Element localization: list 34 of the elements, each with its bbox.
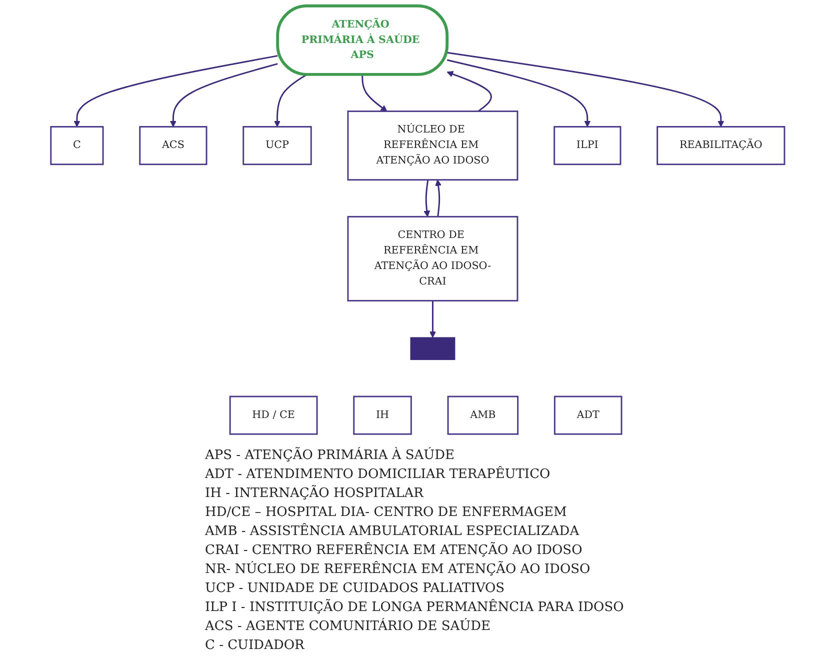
abbreviation-note: APS - ATENÇÃO PRIMÁRIA À SAÚDE [205, 446, 456, 465]
arrow [170, 63, 278, 128]
node-box: UCP [242, 126, 312, 166]
arrow [446, 52, 724, 128]
node-box: ATENÇÃO PRIMÁRIA À SAÚDE APS [276, 4, 448, 76]
abbreviation-note: C - CUIDADOR [205, 637, 306, 655]
arrow [74, 55, 278, 128]
abbreviation-note: UCP - UNIDADE DE CUIDADOS PALIATIVOS [205, 580, 506, 598]
node-box: ADT [554, 396, 622, 435]
node-box: C [50, 126, 104, 166]
node-box: NÚCLEO DE REFERÊNCIA EM ATENÇÃO AO IDOSO [347, 110, 518, 181]
abbreviation-note: NR- NÚCLEO DE REFERÊNCIA EM ATENÇÃO AO IDOSO [205, 560, 592, 579]
arrow [274, 74, 308, 128]
node-box: IH [352, 396, 412, 435]
arrow [429, 300, 436, 338]
node-box: ACS [138, 126, 208, 166]
abbreviation-note: ACS - AGENTE COMUNITÁRIO DE SAÚDE [205, 617, 492, 636]
node-box: AMB [447, 396, 518, 435]
node-bar [410, 337, 456, 360]
arrow [446, 71, 492, 112]
node-box: REABILITAÇÃO [656, 126, 786, 166]
abbreviation-note: ADT - ATENDIMENTO DOMICILIAR TERAPÊUTICO [205, 465, 552, 484]
abbreviation-note: IH - INTERNAÇÃO HOSPITALAR [205, 484, 425, 503]
arrow [423, 180, 430, 217]
abbreviation-note: HD/CE – HOSPITAL DIA- CENTRO DE ENFERMAGEM [205, 504, 568, 522]
node-box: CENTRO DE REFERÊNCIA EM ATENÇÃO AO IDOSO-CRAI [347, 216, 518, 302]
abbreviation-note: AMB - ASSISTÊNCIA AMBULATORIAL ESPECIALIZADA [205, 522, 580, 541]
abbreviation-note: CRAI - CENTRO REFERÊNCIA EM ATENÇÃO AO IDOSO [205, 541, 584, 560]
abbreviation-note: ILP I - INSTITUIÇÃO DE LONGA PERMANÊNCIA PARA IDOSO [205, 598, 624, 617]
node-box: HD / CE [229, 396, 318, 435]
arrow [434, 180, 442, 217]
arrow [446, 59, 590, 128]
arrow [361, 74, 388, 112]
node-box: ILPI [553, 126, 622, 166]
